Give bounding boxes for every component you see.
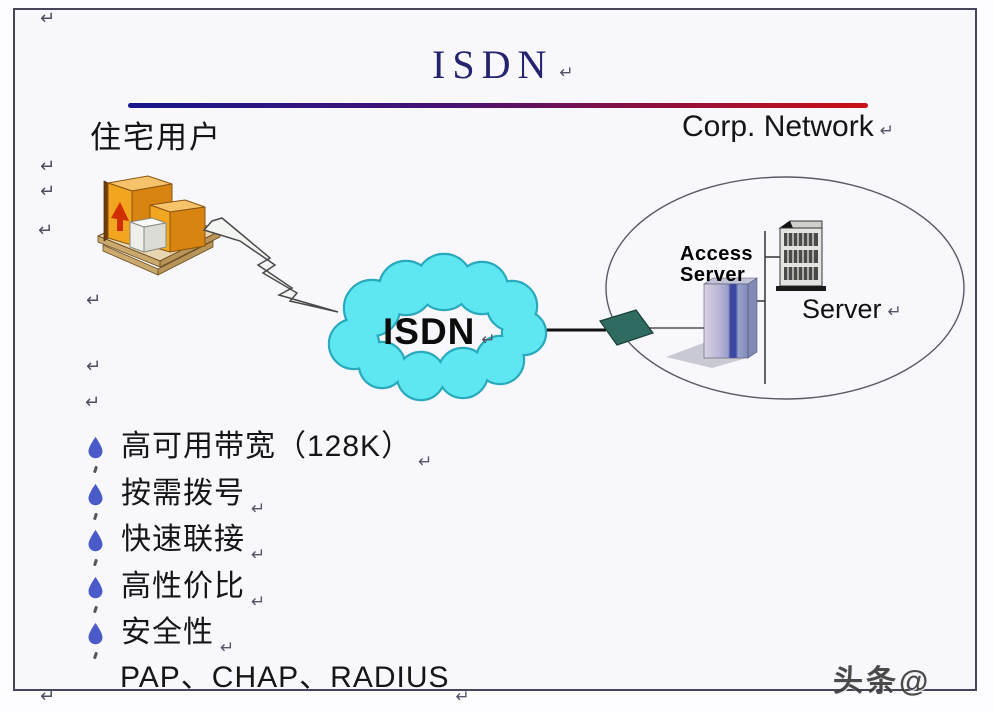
isdn-cloud-label: ISDN [383,311,476,352]
return-mark-icon: ↵ [887,302,902,322]
return-mark-icon: ↵ [418,452,433,472]
feature-text: 按需拨号 [121,477,245,510]
list-item: 快速联接 ↵ [88,523,265,564]
return-mark-icon: ↵ [86,356,102,377]
cloud-label-row: ISDN ↵ [383,311,496,353]
return-mark-icon: ↵ [879,121,894,141]
modem-icon [599,309,654,346]
return-mark-icon: ↵ [86,290,102,311]
protocols-text: PAP、CHAP、RADIUS [120,661,450,694]
droplet-bullet-icon [88,484,103,506]
droplet-bullet-icon [88,530,103,552]
feature-text: 高性价比 [121,570,245,603]
tower-server-icon [666,277,758,368]
return-mark-icon: ↵ [559,63,574,83]
list-item: 安全性 ↵ [88,616,234,657]
access-server-label-line1: Access [680,243,754,265]
server-label: Server [802,294,882,324]
return-mark-icon: ↵ [455,687,470,707]
droplet-bullet-icon [88,577,103,599]
isdn-cloud [327,252,548,402]
title-divider [128,103,868,108]
rack-server-icon [776,220,826,291]
list-item: 按需拨号 ↵ [88,477,265,518]
residential-users-label: 住宅用户 [90,120,222,155]
server-label-row: Server ↵ [802,294,902,325]
corp-network-ellipse [605,176,965,400]
corp-network-label-row: Corp. Network ↵ [682,110,894,144]
return-mark-icon: ↵ [40,181,56,202]
return-mark-icon: ↵ [85,392,101,413]
droplet-bullet-icon [88,623,103,645]
return-mark-icon: ↵ [40,8,56,29]
lightning-connector-icon [202,217,339,313]
title-row: ISDN ↵ [432,44,574,86]
feature-text: 高可用带宽（128K） [121,430,413,463]
return-mark-icon: ↵ [251,499,266,519]
return-mark-icon: ↵ [251,592,266,612]
return-mark-icon: ↵ [38,220,54,241]
list-item: 高可用带宽（128K） ↵ [88,430,432,471]
droplet-bullet-icon [88,437,103,459]
return-mark-icon: ↵ [40,686,56,707]
protocols-line: PAP、CHAP、RADIUS ↵ [120,652,470,706]
page-title: ISDN [432,42,554,87]
return-mark-icon: ↵ [220,638,235,658]
list-item: 高性价比 ↵ [88,570,265,611]
feature-text: 安全性 [121,616,214,649]
corp-network-label: Corp. Network [682,110,874,143]
feature-text: 快速联接 [121,523,245,556]
building-icon [97,175,221,276]
return-mark-icon: ↵ [481,330,496,350]
return-mark-icon: ↵ [251,545,266,565]
watermark: 头条@ [833,665,932,698]
return-mark-icon: ↵ [40,156,56,177]
access-server-label: Access Server [680,244,753,286]
access-server-label-line2: Server [680,264,746,286]
